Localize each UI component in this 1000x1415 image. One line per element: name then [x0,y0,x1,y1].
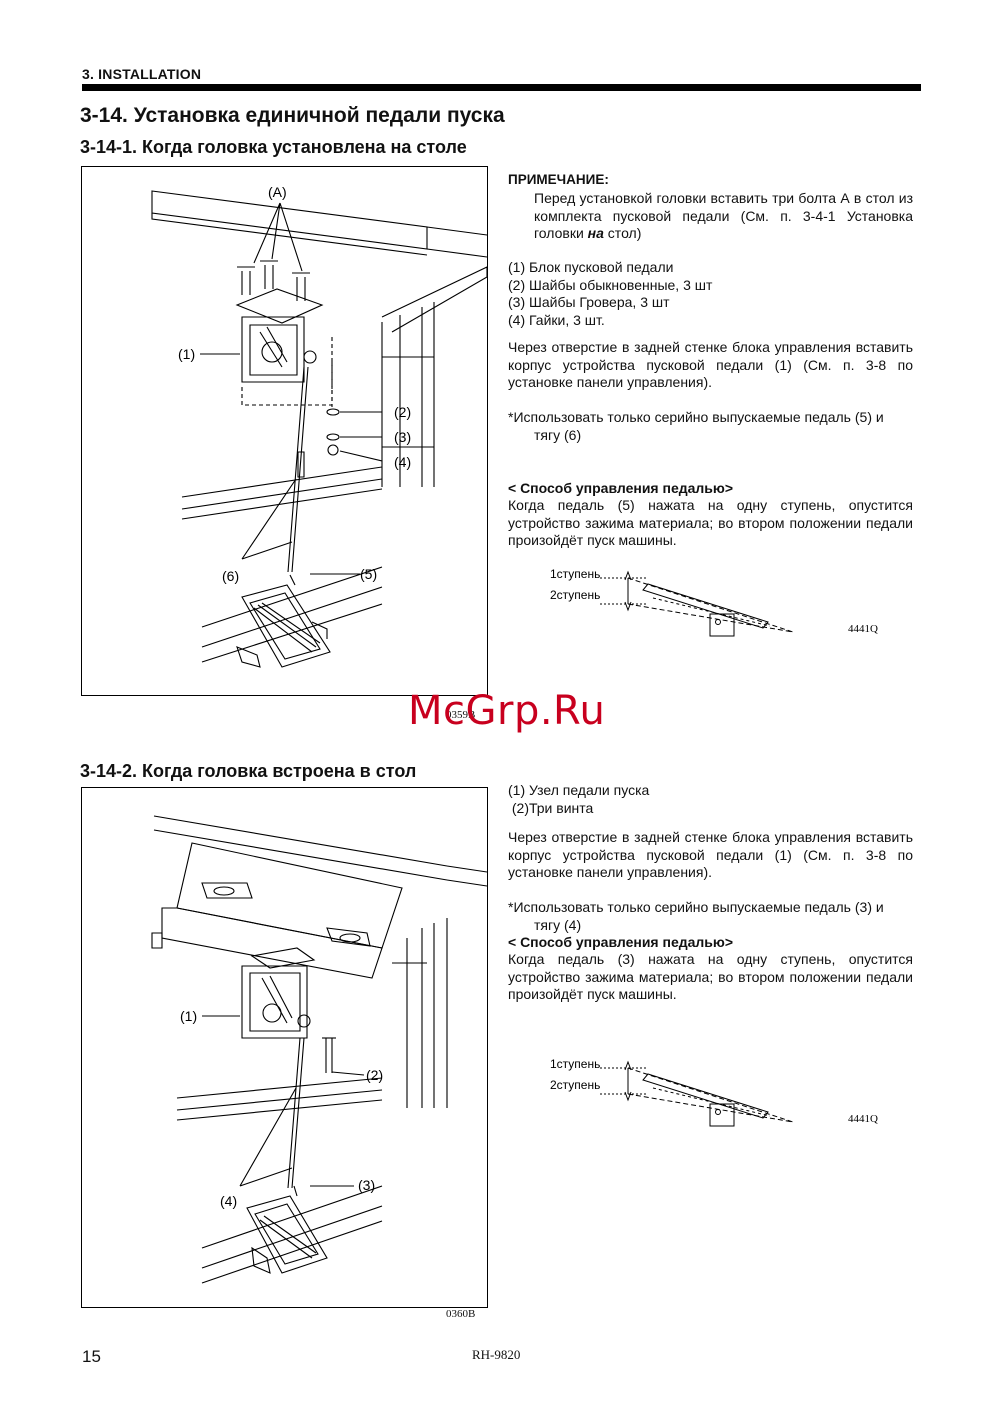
callout-3-label: (3) [358,1177,375,1193]
standard-parts-line: *Использовать только серийно выпускаемые… [508,899,884,915]
figure-pedal-built-in: (1) (2) (3) (4) [81,787,488,1308]
diagram-code: 4441Q [848,1113,878,1125]
instruction-paragraph-2: Через отверстие в задней стенке блока уп… [508,829,913,880]
subsection-title-1: 3-14-1. Когда головка установлена на сто… [80,137,467,157]
callout-2-label: (2) [366,1067,383,1083]
standard-parts-cont: тягу (4) [534,916,582,933]
standard-parts-note-2: *Использовать только серийно выпускаемые… [508,899,913,934]
standard-parts-note-1: *Использовать только серийно выпускаемые… [508,409,913,444]
section-header-label: 3. INSTALLATION [82,66,202,82]
section-title: 3-14. Установка единичной педали пуска [80,104,505,127]
standard-parts-cont: тягу (6) [534,426,582,443]
step1-label: 1ступень [550,567,600,581]
instruction-paragraph-1: Через отверстие в задней стенке блока уп… [508,339,913,390]
list-item: (3) Шайбы Гровера, 3 шт [508,294,670,310]
parts-list-2: (1) Узел педали пуска (2)Три винта [508,782,918,817]
callout-2-label: (2) [394,404,411,420]
figure-pedal-table-mount: (A) (1) (2) (3) (4) (5) (6) [81,166,488,696]
note-text-1: Перед установкой головки вставить три бо… [534,190,913,241]
figure-code-2: 0360B [446,1308,476,1320]
watermark-text: McGrp.Ru [408,688,606,734]
header-rule [82,84,921,91]
list-item: (1) Блок пусковой педали [508,259,674,275]
step2-label: 2ступень [550,588,600,602]
list-item: (2) Шайбы обыкновенные, 3 шт [508,276,713,293]
method-title-1: < Способ управления педалью> [508,480,734,496]
illustration-pedal-built-in: (1) (2) (3) (4) [151,815,488,1284]
figure-code-1: 0359B [446,709,476,721]
step1-label: 1ступень [550,1057,600,1071]
callout-4-label: (4) [220,1193,237,1209]
callout-4-label: (4) [394,454,411,470]
standard-parts-line: *Использовать только серийно выпускаемые… [508,409,884,425]
diagram-code: 4441Q [848,623,878,635]
step2-label: 2ступень [550,1078,600,1092]
callout-5-label: (5) [360,566,377,582]
callout-1-label: (1) [180,1008,197,1024]
page-number: 15 [82,1347,101,1366]
callout-a-label: (A) [268,184,287,200]
callout-3-label: (3) [394,429,411,445]
footer-model: RH-9820 [472,1347,521,1362]
callout-6-label: (6) [222,568,239,584]
note-body: Перед установкой головки вставить три бо… [534,190,913,243]
list-item: (2)Три винта [508,799,594,816]
note-text-2: стол) [603,225,642,241]
callout-1-label: (1) [178,346,195,362]
method-text-2: Когда педаль (3) нажата на одну ступень,… [508,951,913,1002]
list-item: (4) Гайки, 3 шт. [508,311,605,328]
note-title: ПРИМЕЧАНИЕ: [508,172,609,187]
list-item: (1) Узел педали пуска [508,782,650,798]
note-text-bold: на [587,225,604,241]
illustration-pedal-table-mount: (A) (1) (2) (3) (4) (5) (6) [151,184,488,668]
pedal-step-diagram-1: 1ступень 2ступень 4441Q [548,562,908,642]
pedal-step-diagram-2: 1ступень 2ступень 4441Q [548,1052,908,1132]
subsection-title-2: 3-14-2. Когда головка встроена в стол [80,761,417,781]
method-title-2: < Способ управления педалью> [508,934,734,950]
parts-list-1: (1) Блок пусковой педали (2) Шайбы обыкн… [508,259,918,329]
method-text-1: Когда педаль (5) нажата на одну ступень,… [508,497,913,548]
